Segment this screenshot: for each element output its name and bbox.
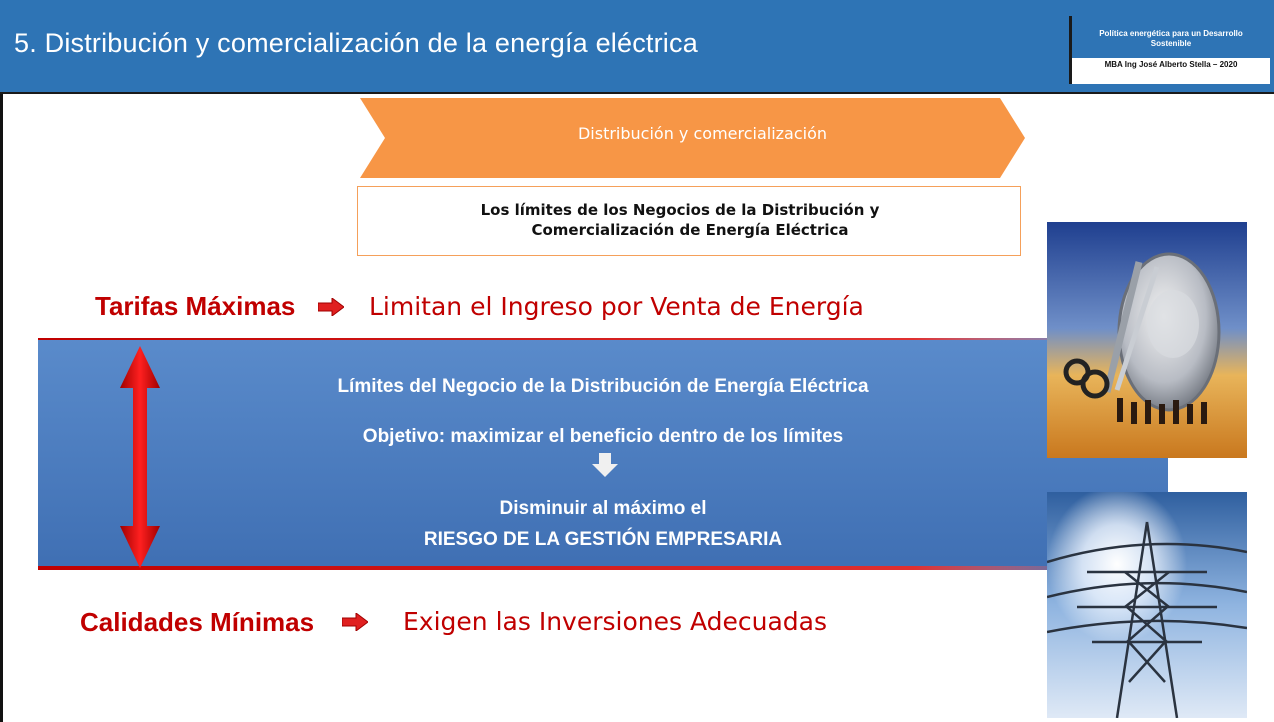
power-pylon-photo <box>1047 492 1247 718</box>
panel-heading: Límites del Negocio de la Distribución d… <box>337 376 869 397</box>
chevron-label: Distribución y comercialización <box>577 124 828 143</box>
course-badge: Política energética para un Desarrollo S… <box>1072 22 1270 84</box>
panel-result-line2: RIESGO DE LA GESTIÓN EMPRESARIA <box>423 529 783 550</box>
min-quality-label: Calidades Mínimas <box>80 607 315 637</box>
max-tariffs-label: Tarifas Máximas <box>95 291 296 321</box>
limits-line1: Los límites de los Negocios de la Distri… <box>480 201 880 219</box>
badge-course-title: Política energética para un Desarrollo S… <box>1072 22 1270 58</box>
chevron-banner <box>360 98 1025 178</box>
down-arrow-icon <box>592 453 618 477</box>
limits-box: Los límites de los Negocios de la Distri… <box>357 186 1021 256</box>
badge-author: MBA Ing José Alberto Stella – 2020 <box>1104 60 1238 69</box>
limits-line2: Comercialización de Energía Eléctrica <box>531 221 849 239</box>
coin-scissors-photo <box>1047 222 1247 458</box>
header-divider <box>1069 16 1072 84</box>
badge-course-line2: Sostenible <box>1150 39 1192 48</box>
panel-objective: Objetivo: maximizar el beneficio dentro … <box>362 426 844 447</box>
page-title: 5. Distribución y comercialización de la… <box>14 28 698 58</box>
vertical-double-arrow-icon <box>120 346 160 568</box>
right-arrow-icon <box>342 613 368 631</box>
min-quality-text: Exigen las Inversiones Adecuadas <box>403 607 827 636</box>
header-underline <box>0 92 1274 94</box>
right-arrow-icon <box>318 298 344 316</box>
header-bar: 5. Distribución y comercialización de la… <box>0 0 1274 92</box>
slide-border <box>0 0 3 722</box>
max-tariffs-text: Limitan el Ingreso por Venta de Energía <box>369 292 864 321</box>
badge-course-line1: Política energética para un Desarrollo <box>1099 29 1243 38</box>
panel-result-line1: Disminuir al máximo el <box>499 498 707 519</box>
